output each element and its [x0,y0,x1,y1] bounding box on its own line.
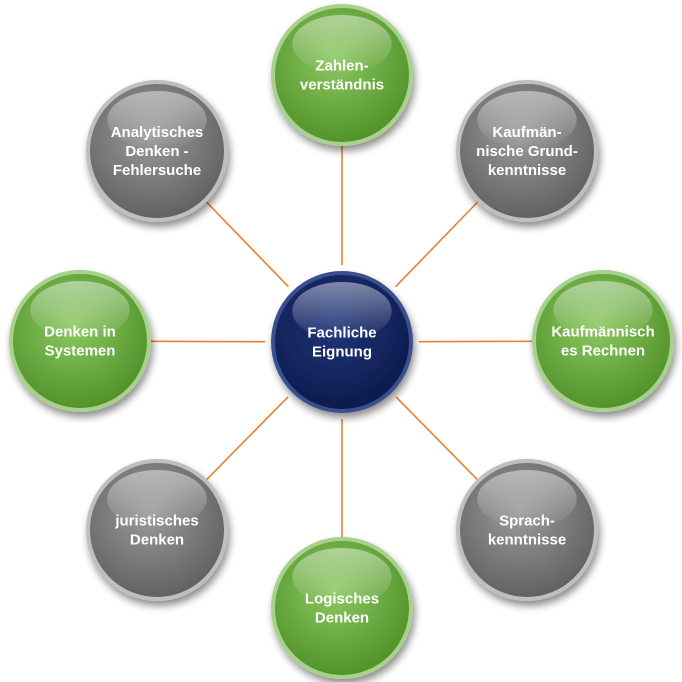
connector-juristisches-denken [206,396,289,480]
node-kaufmaennische-grundkenntnisse-highlight [477,90,577,149]
node-kaufmaennische-grundkenntnisse-label-line: Kaufmän- [492,124,561,141]
center-node-fachliche-eignung-highlight [292,281,392,340]
node-kaufmaennisches-rechnen-label-line: Kaufmännisch [551,324,654,341]
node-logisches-denken-label-line: Denken [315,610,369,627]
connector-sprachkenntnisse [395,396,478,480]
node-kaufmaennisches-rechnen-label-line: es Rechnen [561,343,645,360]
node-sprachkenntnisse: Sprach-kenntnisse [456,459,598,601]
node-logisches-denken-label-line: Logisches [305,591,379,608]
connector-analytisches-denken [205,201,290,288]
node-kaufmaennisches-rechnen: Kaufmännisch es Rechnen [532,270,674,412]
node-denken-in-systemen-highlight [30,280,130,339]
node-sprachkenntnisse-highlight [477,469,577,528]
node-sprachkenntnisse-label-line: kenntnisse [488,532,566,549]
node-logisches-denken-highlight [292,547,392,606]
node-zahlenverstaendnis: Zahlen-verständnis [271,4,413,146]
node-kaufmaennische-grundkenntnisse-label-line: kenntnisse [488,162,566,179]
node-analytisches-denken-highlight [107,90,207,149]
center-node-fachliche-eignung-label-line: Fachliche [307,325,376,342]
node-zahlenverstaendnis-label-line: Zahlen- [315,58,368,75]
node-zahlenverstaendnis-highlight [292,14,392,73]
node-denken-in-systemen-label-line: Systemen [45,343,116,360]
connector-kaufmaennische-grundkenntnisse [394,201,479,288]
node-sprachkenntnisse-label-line: Sprach- [499,513,555,530]
node-denken-in-systemen-label-line: Denken in [44,324,116,341]
node-juristisches-denken-label-line: Denken [130,532,184,549]
node-zahlenverstaendnis-label-line: verständnis [300,77,384,94]
node-kaufmaennisches-rechnen-highlight [553,280,653,339]
center-node-fachliche-eignung-label-line: Eignung [312,344,372,361]
node-denken-in-systemen: Denken in Systemen [9,270,151,412]
node-kaufmaennische-grundkenntnisse-label-line: nische Grund- [476,143,578,160]
node-analytisches-denken-label-line: Fehlersuche [113,162,201,179]
node-juristisches-denken-highlight [107,469,207,528]
connector-lines [150,146,533,537]
node-kaufmaennische-grundkenntnisse: Kaufmän-nische Grund-kenntnisse [456,80,598,222]
node-analytisches-denken-label-line: Analytisches [111,124,204,141]
node-juristisches-denken-label-line: juristisches [114,513,198,530]
node-analytisches-denken-label-line: Denken - [125,143,188,160]
